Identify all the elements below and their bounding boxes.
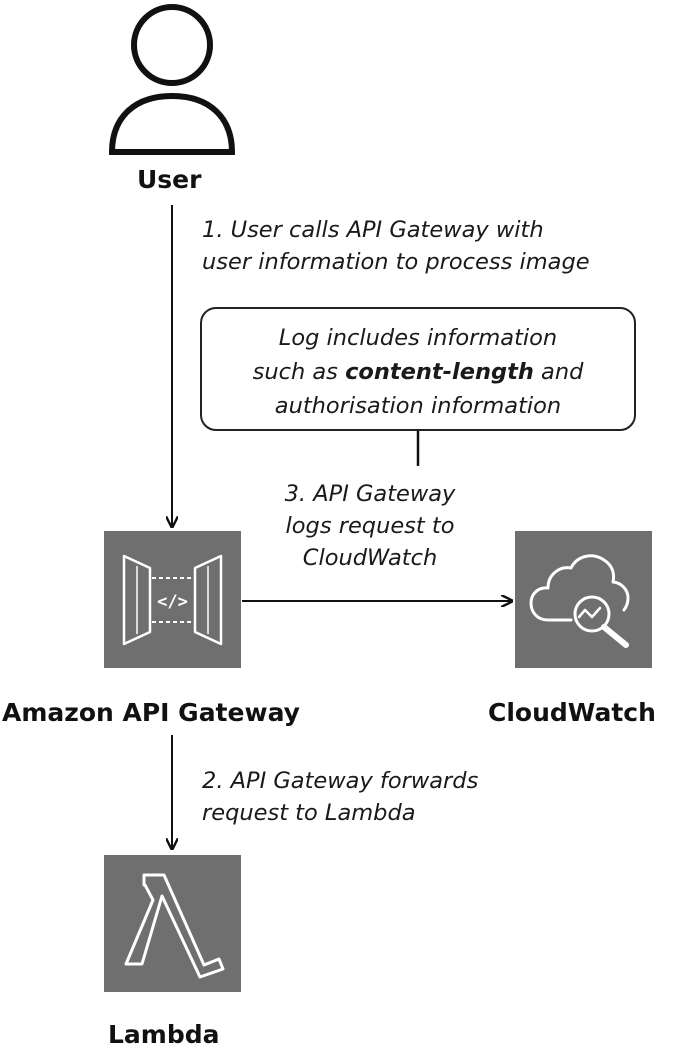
step1-line1: 1. User calls API Gateway with [202,217,544,243]
step1-description: 1. User calls API Gateway with user info… [202,214,590,278]
user-label: User [137,165,202,194]
api-gateway-icon: </> [104,531,241,668]
cloudwatch-icon [515,531,652,668]
step3-line2: logs request to [285,513,455,539]
step3-line3: CloudWatch [302,545,438,571]
note-line2-prefix: such as [252,359,346,385]
api-gateway-label: Amazon API Gateway [2,698,300,727]
step3-line1: 3. API Gateway [284,481,456,507]
step2-line2: request to Lambda [202,800,416,826]
step2-line1: 2. API Gateway forwards [202,768,479,794]
note-line2-suffix: and [533,359,584,385]
lambda-label: Lambda [108,1020,220,1049]
note-line2-bold: content-length [345,359,534,385]
note-line2: such as content-length and [202,355,634,389]
step1-line2: user information to process image [202,249,590,275]
note-line1: Log includes information [278,325,558,351]
person-outline-icon [108,4,236,155]
svg-text:</>: </> [157,592,188,612]
step2-description: 2. API Gateway forwards request to Lambd… [202,765,478,829]
lambda-icon [104,855,241,992]
log-info-note: Log includes information such as content… [200,307,636,431]
step3-description: 3. API Gateway logs request to CloudWatc… [250,478,490,574]
note-line3: authorisation information [274,393,562,419]
cloudwatch-label: CloudWatch [488,698,656,727]
